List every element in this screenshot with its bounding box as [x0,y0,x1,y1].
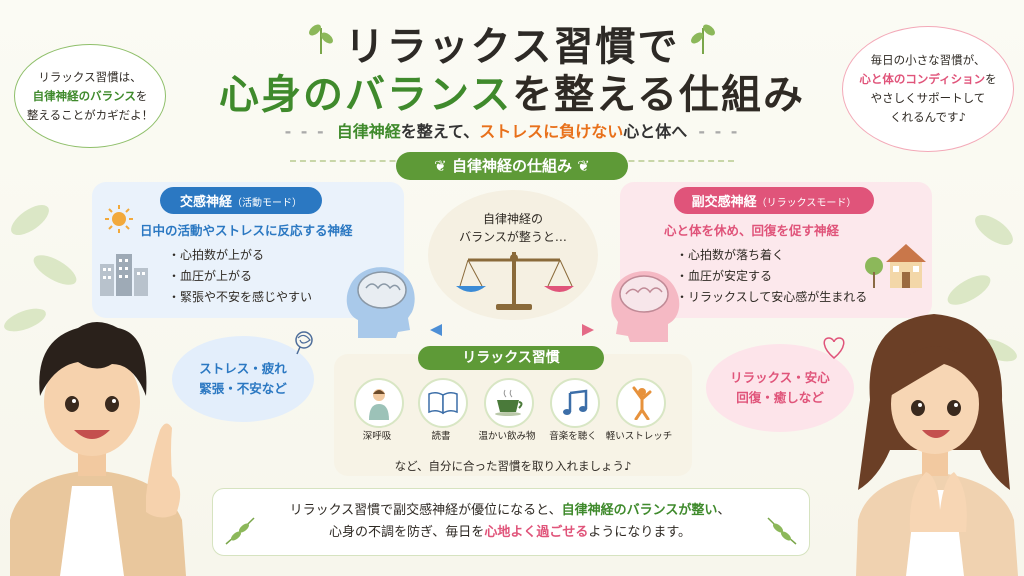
brain-head-pink-icon [611,271,680,342]
leaf-sprig-icon [225,517,255,545]
parasympathetic-headline: 心と体を休め、回復を促す神経 [664,223,840,238]
habit-icon-circle [354,378,404,428]
summary-box [212,488,810,556]
speech-bubble-right: 毎日の小さな習慣が、 心と体のコンディションを やさしくサポートして くれるんで… [842,26,1014,152]
buildings-icon [100,254,148,296]
stress-cloud: ストレス・疲れ 緊張・不安など [172,336,314,422]
bubble-highlight: 心と体のコンディション [859,72,986,86]
bubble-text: を [135,88,148,103]
summary-part: 、 [717,503,731,518]
habit-label: 軽いストレッチ [605,431,673,442]
cloud-text: 緊張・不安など [199,381,287,396]
tea-cup-icon [495,389,523,416]
habit-music: 音楽を聴く [549,378,608,442]
habit-icon-circle [418,378,468,428]
summary-highlight: 自律神経のバランスが整い [561,503,718,518]
man-character-illustration [10,322,186,576]
sun-icon [105,205,133,233]
habit-deep-breath: 深呼吸 [354,378,412,442]
cloud-text: 回復・癒しなど [736,390,824,405]
habit-warm-drink: 温かい飲み物 [478,378,542,442]
summary-highlight: 心地よく過ごせる [484,525,589,540]
cloud-text: ストレス・疲れ [199,361,287,376]
habit-reading: 読書 [418,378,476,442]
person-breathing-icon [369,389,389,420]
section-title-pill: ❦ 自律神経の仕組み ❦ [396,152,628,180]
bubble-text: やさしくサポートして [870,91,986,105]
tangle-icon [295,331,313,355]
relax-cloud: リラックス・安心 回復・癒しなど [706,344,854,432]
page-title-line1: リラックス習慣で [344,24,680,70]
summary-text: リラックス習慣で副交感神経が優位になると、自律神経のバランスが整い、 心身の不調… [212,500,808,544]
list-item: ・血圧が上がる [168,269,253,283]
subtitle-part: を整えて、 [400,122,480,141]
habit-label: 温かい飲み物 [478,431,536,442]
bubble-text: くれるんです♪ [890,110,966,124]
house-icon [865,244,926,288]
bubble-text: 毎日の小さな習慣が、 [870,53,986,67]
habit-icon-circle [616,378,666,428]
brain-head-blue-icon [346,267,415,338]
title-rest: を整える仕組み [512,72,805,118]
habit-icon-circle [550,378,600,428]
parasympathetic-tag: 副交感神経（リラックスモード） [674,187,874,214]
sprout-icon [691,24,715,54]
section-title: 自律神経の仕組み [451,157,572,175]
habit-label: 深呼吸 [362,431,392,442]
habits-title: リラックス習慣 [418,346,604,370]
subtitle: - - - 自律神経を整えて、ストレスに負けない心と体へ - - - [284,122,740,141]
habits-note: など、自分に合った習慣を取り入れましょう♪ [394,459,632,473]
tag-main: 副交感神経 [691,195,757,210]
list-item: ・緊張や不安を感じやすい [168,290,313,304]
center-text: 自律神経の バランスが整うと… [428,210,598,246]
center-text-line: 自律神経の [482,212,543,226]
book-icon [428,391,458,415]
summary-part: 心身の不調を防ぎ、毎日を [328,525,485,540]
bubble-text: 整えることがカギだよ！ [26,107,154,122]
speech-bubble-left: リラックス習慣は、 自律神経のバランスを 整えることがカギだよ！ [14,44,166,148]
tag-sub: （リラックスモード） [756,198,857,209]
habit-label: 音楽を聴く [549,431,597,442]
list-item: ・心拍数が上がる [168,248,265,262]
habit-label: 読書 [431,431,451,442]
habit-icon-circle [484,378,534,428]
parasympathetic-list: ・心拍数が落ち着く ・血圧が安定する ・リラックスして安心感が生まれる [676,245,867,308]
list-item: ・リラックスして安心感が生まれる [676,290,868,304]
bubble-text: リラックス習慣は、 [38,69,142,84]
sympathetic-tag: 交感神経（活動モード） [160,187,322,214]
sprout-icon [309,24,333,54]
summary-part: リラックス習慣で副交感神経が優位になると、 [289,503,562,518]
sympathetic-list: ・心拍数が上がる ・血圧が上がる ・緊張や不安を感じやすい [168,245,312,308]
sympathetic-headline: 日中の活動やストレスに反応する神経 [140,223,353,238]
summary-part: ようになります。 [588,525,692,540]
stretching-person-icon [632,386,652,420]
list-item: ・血圧が安定する [676,269,773,283]
subtitle-part: 心と体へ [623,122,688,141]
subtitle-part: 自律神経 [336,122,401,141]
leaf-sprig-icon [767,517,797,545]
tag-main: 交感神経 [179,195,232,210]
center-text-line: バランスが整うと… [459,230,567,244]
heart-icon [823,337,845,359]
bubble-highlight: 自律神経のバランス [32,88,136,103]
balance-arrows-icon [430,324,594,336]
bubble-text: を [985,72,997,86]
habit-stretch: 軽いストレッチ [606,378,674,442]
list-item: ・心拍数が落ち着く [676,248,785,262]
subtitle-part: ストレスに負けない [479,122,624,141]
leaf-decoration-left [4,204,77,332]
page-title-line2: 心身のバランスを整える仕組み [0,62,1024,120]
woman-character-illustration [856,314,1018,576]
balance-scale-icon [456,252,574,310]
title-highlight: 心身のバランス [218,72,513,118]
tag-sub: （活動モード） [232,198,302,209]
music-note-icon [563,389,588,415]
cloud-text: リラックス・安心 [730,370,830,385]
